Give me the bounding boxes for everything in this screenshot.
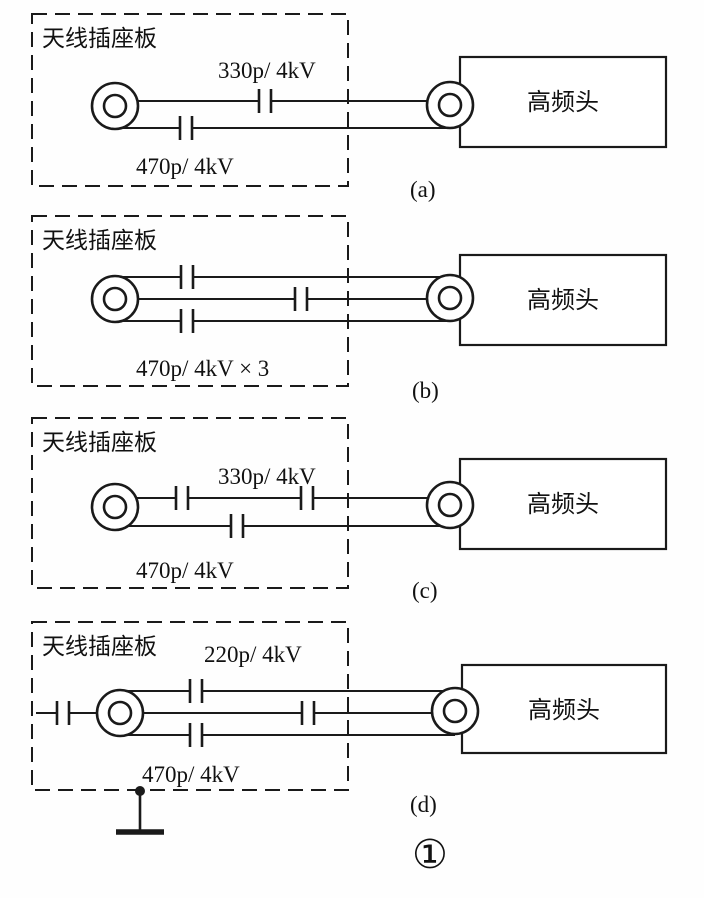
coax-connector-inner [102, 494, 128, 520]
capacitor-symbol [179, 265, 195, 289]
capacitor-value-top: 330p/ 4kV [218, 464, 316, 489]
coax-connector-inner [102, 286, 128, 312]
section-a: 天线插座板 330p/ 4kV 高频头 470p/ 4kV (a) [31, 13, 668, 202]
section-caption: (a) [410, 177, 436, 202]
capacitor-symbol [257, 89, 273, 113]
ground-symbol [116, 786, 164, 835]
tuner-label: 高频头 [527, 287, 599, 314]
capacitor-symbol [188, 723, 204, 747]
coax-connector-inner [442, 698, 468, 724]
capacitor-symbol [179, 309, 195, 333]
antenna-board-label: 天线插座板 [42, 430, 157, 455]
section-caption: (b) [412, 378, 439, 403]
tuner-box [458, 55, 668, 149]
coax-connector-inner [107, 700, 133, 726]
figure-number: ① [412, 832, 448, 877]
antenna-board-label: 天线插座板 [42, 26, 157, 51]
coax-connector-inner [437, 492, 463, 518]
capacitor-symbol [55, 701, 71, 725]
capacitor-value-bottom: 470p/ 4kV [142, 762, 240, 787]
tuner-box [460, 663, 668, 755]
coax-connector-inner [437, 92, 463, 118]
section-d: 天线插座板 220p/ 4kV 高频头 470p/ 4kV (d) [31, 621, 668, 835]
tuner-label: 高频头 [527, 491, 599, 518]
capacitor-value-bottom: 470p/ 4kV [136, 558, 234, 583]
antenna-board-outline [31, 621, 349, 791]
coax-connector-inner [437, 285, 463, 311]
capacitor-symbol [300, 701, 316, 725]
coax-connector-inner [102, 93, 128, 119]
tuner-label: 高频头 [528, 697, 600, 724]
tuner-label: 高频头 [527, 89, 599, 116]
section-caption: (d) [410, 792, 437, 817]
capacitor-value-top: 330p/ 4kV [218, 58, 316, 83]
capacitor-value-bottom: 470p/ 4kV [136, 154, 234, 179]
tuner-box [458, 457, 668, 551]
capacitor-symbol [174, 486, 190, 510]
section-b: 天线插座板 高频头 470p/ 4kV × 3 (b) [31, 215, 668, 403]
capacitor-symbol [229, 514, 245, 538]
section-c: 天线插座板 330p/ 4kV 高频头 470p/ 4kV (c) [31, 417, 668, 603]
capacitor-value-top: 220p/ 4kV [204, 642, 302, 667]
antenna-board-label: 天线插座板 [42, 228, 157, 253]
tuner-box [458, 253, 668, 347]
capacitor-value-bottom: 470p/ 4kV × 3 [136, 356, 269, 381]
capacitor-symbol [293, 287, 309, 311]
section-caption: (c) [412, 578, 438, 603]
antenna-board-outline [31, 215, 349, 387]
capacitor-symbol [178, 116, 194, 140]
antenna-board-label: 天线插座板 [42, 634, 157, 659]
capacitor-symbol [299, 486, 315, 510]
antenna-board-outline [31, 417, 349, 589]
capacitor-symbol [188, 679, 204, 703]
